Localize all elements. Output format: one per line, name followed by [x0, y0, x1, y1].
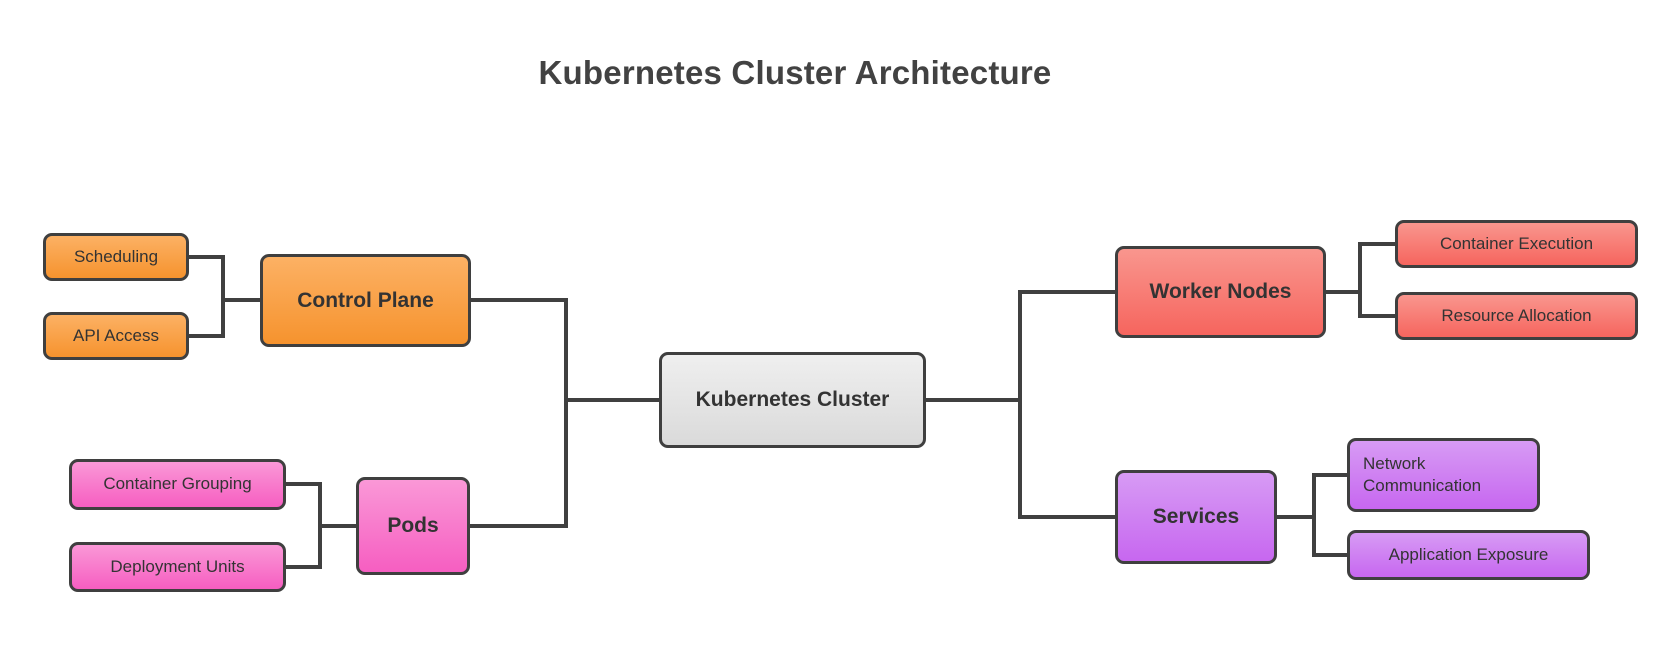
- edge-control-plane-children: [189, 255, 260, 338]
- edge-pods-children: [286, 482, 356, 569]
- node-label: Deployment Units: [110, 556, 245, 576]
- node-label: Scheduling: [73, 246, 159, 266]
- node-label: Container Grouping: [103, 474, 252, 494]
- node-label: API Access: [73, 325, 159, 345]
- diagram-title: Kubernetes Cluster Architecture: [538, 54, 1052, 91]
- edge-root-left: [470, 298, 659, 528]
- node-application-exposure: Application Exposure: [1347, 530, 1590, 580]
- node-label: Resource Allocation: [1441, 305, 1592, 325]
- node-container-grouping: Container Grouping: [69, 459, 286, 510]
- node-label: Kubernetes Cluster: [695, 388, 890, 412]
- node-label: Control Plane: [297, 288, 434, 312]
- node-label: Pods: [387, 514, 439, 538]
- edge-services-children: [1277, 473, 1347, 557]
- node-label: Container Execution: [1439, 233, 1594, 253]
- node-api-access: API Access: [43, 312, 189, 360]
- node-label: Network Communication: [1363, 453, 1482, 495]
- edge-worker-nodes-children: [1326, 242, 1395, 318]
- node-scheduling: Scheduling: [43, 233, 189, 281]
- node-label: Application Exposure: [1388, 544, 1549, 564]
- node-kubernetes-cluster: Kubernetes Cluster: [659, 352, 926, 448]
- node-deployment-units: Deployment Units: [69, 542, 286, 592]
- node-container-execution: Container Execution: [1395, 220, 1638, 268]
- node-worker-nodes: Worker Nodes: [1115, 246, 1326, 338]
- node-resource-allocation: Resource Allocation: [1395, 292, 1638, 340]
- edge-root-right: [926, 290, 1115, 519]
- node-services: Services: [1115, 470, 1277, 564]
- node-label: Worker Nodes: [1149, 280, 1292, 304]
- node-network-communication: Network Communication: [1347, 438, 1540, 512]
- node-pods: Pods: [356, 477, 470, 575]
- node-control-plane: Control Plane: [260, 254, 471, 347]
- node-label: Services: [1152, 505, 1240, 529]
